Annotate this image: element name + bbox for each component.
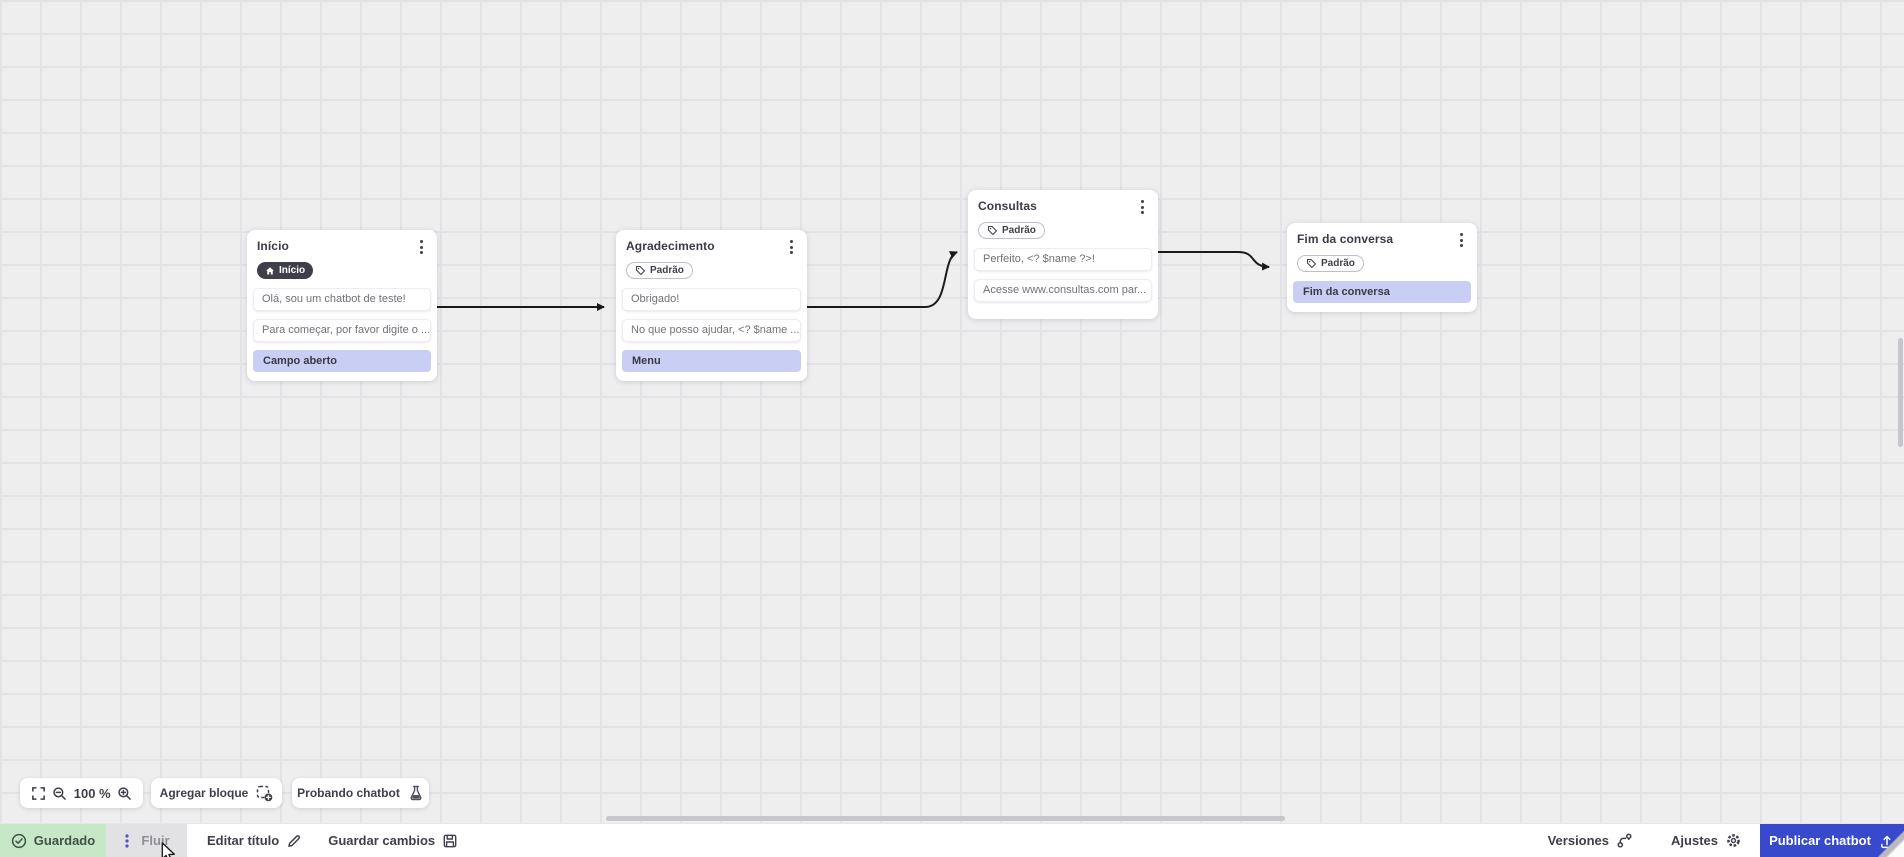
- node-header: Fim da conversa: [1293, 232, 1471, 248]
- badge-label: Início: [279, 265, 306, 276]
- zoom-toolbar: 100 %: [20, 778, 143, 808]
- node-menu-icon[interactable]: [1137, 199, 1148, 215]
- horizontal-scrollbar[interactable]: [606, 816, 1285, 821]
- tag-icon: [987, 225, 998, 236]
- action-block[interactable]: Fim da conversa: [1293, 281, 1471, 303]
- flow-edges: [437, 251, 1270, 311]
- node-type-badge: Início: [257, 262, 314, 279]
- node-title: Consultas: [978, 199, 1037, 213]
- flow-tab-label: Fluir: [141, 833, 170, 848]
- zoom-out-icon[interactable]: [52, 786, 67, 801]
- versions-label: Versiones: [1547, 833, 1610, 848]
- message-bubble[interactable]: Para começar, por favor digite o ...: [253, 319, 431, 342]
- message-bubble[interactable]: Perfeito, <? $name ?>!: [974, 248, 1152, 271]
- saved-status-badge: Guardado: [0, 824, 106, 857]
- node-type-badge: Padrão: [626, 262, 693, 279]
- vertical-scrollbar[interactable]: [1898, 338, 1903, 447]
- message-bubble[interactable]: Olá, sou um chatbot de teste!: [253, 288, 431, 311]
- status-bar: Guardado Fluir Editar título Guardar cam…: [0, 823, 1904, 857]
- settings-button[interactable]: Ajustes: [1671, 824, 1742, 857]
- message-bubble[interactable]: No que posso ajudar, <? $name ...: [622, 319, 801, 342]
- node-header: Início: [253, 239, 431, 255]
- badge-label: Padrão: [650, 265, 684, 276]
- fullscreen-icon[interactable]: [31, 786, 46, 801]
- save-icon: [443, 834, 457, 847]
- node-menu-icon[interactable]: [1456, 232, 1467, 248]
- node-menu-icon[interactable]: [786, 239, 797, 255]
- edit-title-button[interactable]: Editar título: [207, 824, 302, 857]
- node-title: Fim da conversa: [1297, 232, 1394, 246]
- pencil-icon: [288, 834, 301, 847]
- test-chatbot-button[interactable]: Probando chatbot: [292, 778, 429, 808]
- home-icon: [265, 266, 275, 276]
- versions-button[interactable]: Versiones: [1548, 824, 1633, 857]
- kebab-menu-icon[interactable]: [123, 833, 131, 849]
- saved-label: Guardado: [33, 833, 96, 848]
- save-changes-button[interactable]: Guardar cambios: [328, 824, 458, 857]
- node-title: Agradecimento: [626, 239, 715, 253]
- zoom-level: 100 %: [73, 785, 111, 801]
- branch-icon: [1617, 833, 1632, 848]
- tag-icon: [635, 265, 646, 276]
- flow-edge: [807, 251, 958, 308]
- tag-icon: [1306, 258, 1317, 269]
- message-bubble[interactable]: Obrigado!: [622, 288, 801, 311]
- action-block[interactable]: Menu: [622, 350, 801, 372]
- check-circle-icon: [11, 833, 26, 848]
- flask-icon: [408, 785, 424, 801]
- message-bubble[interactable]: Acesse www.consultas.com par...: [974, 279, 1152, 302]
- edit-title-label: Editar título: [207, 833, 280, 848]
- window-corner-artifact: [1878, 831, 1904, 857]
- zoom-in-icon[interactable]: [117, 786, 132, 801]
- save-changes-label: Guardar cambios: [328, 833, 436, 848]
- publish-label: Publicar chatbot: [1769, 833, 1871, 848]
- node-header: Consultas: [974, 199, 1152, 215]
- add-block-icon: [256, 785, 273, 802]
- status-bar-right: Versiones Ajustes Publicar chatbot: [1548, 824, 1904, 857]
- add-block-button[interactable]: Agregar bloque: [151, 778, 282, 808]
- settings-label: Ajustes: [1671, 833, 1718, 848]
- action-block[interactable]: Campo aberto: [253, 350, 431, 372]
- flow-edge: [1158, 251, 1270, 271]
- node-type-badge: Padrão: [1297, 255, 1364, 272]
- badge-label: Padrão: [1321, 258, 1355, 269]
- add-block-label: Agregar bloque: [159, 786, 249, 800]
- node-title: Início: [257, 239, 289, 253]
- tab-flow[interactable]: Fluir: [106, 824, 187, 857]
- badge-label: Padrão: [1002, 225, 1036, 236]
- test-chatbot-label: Probando chatbot: [297, 786, 400, 800]
- gear-icon: [1727, 834, 1740, 847]
- node-menu-icon[interactable]: [416, 239, 427, 255]
- node-header: Agradecimento: [622, 239, 801, 255]
- node-type-badge: Padrão: [978, 222, 1045, 239]
